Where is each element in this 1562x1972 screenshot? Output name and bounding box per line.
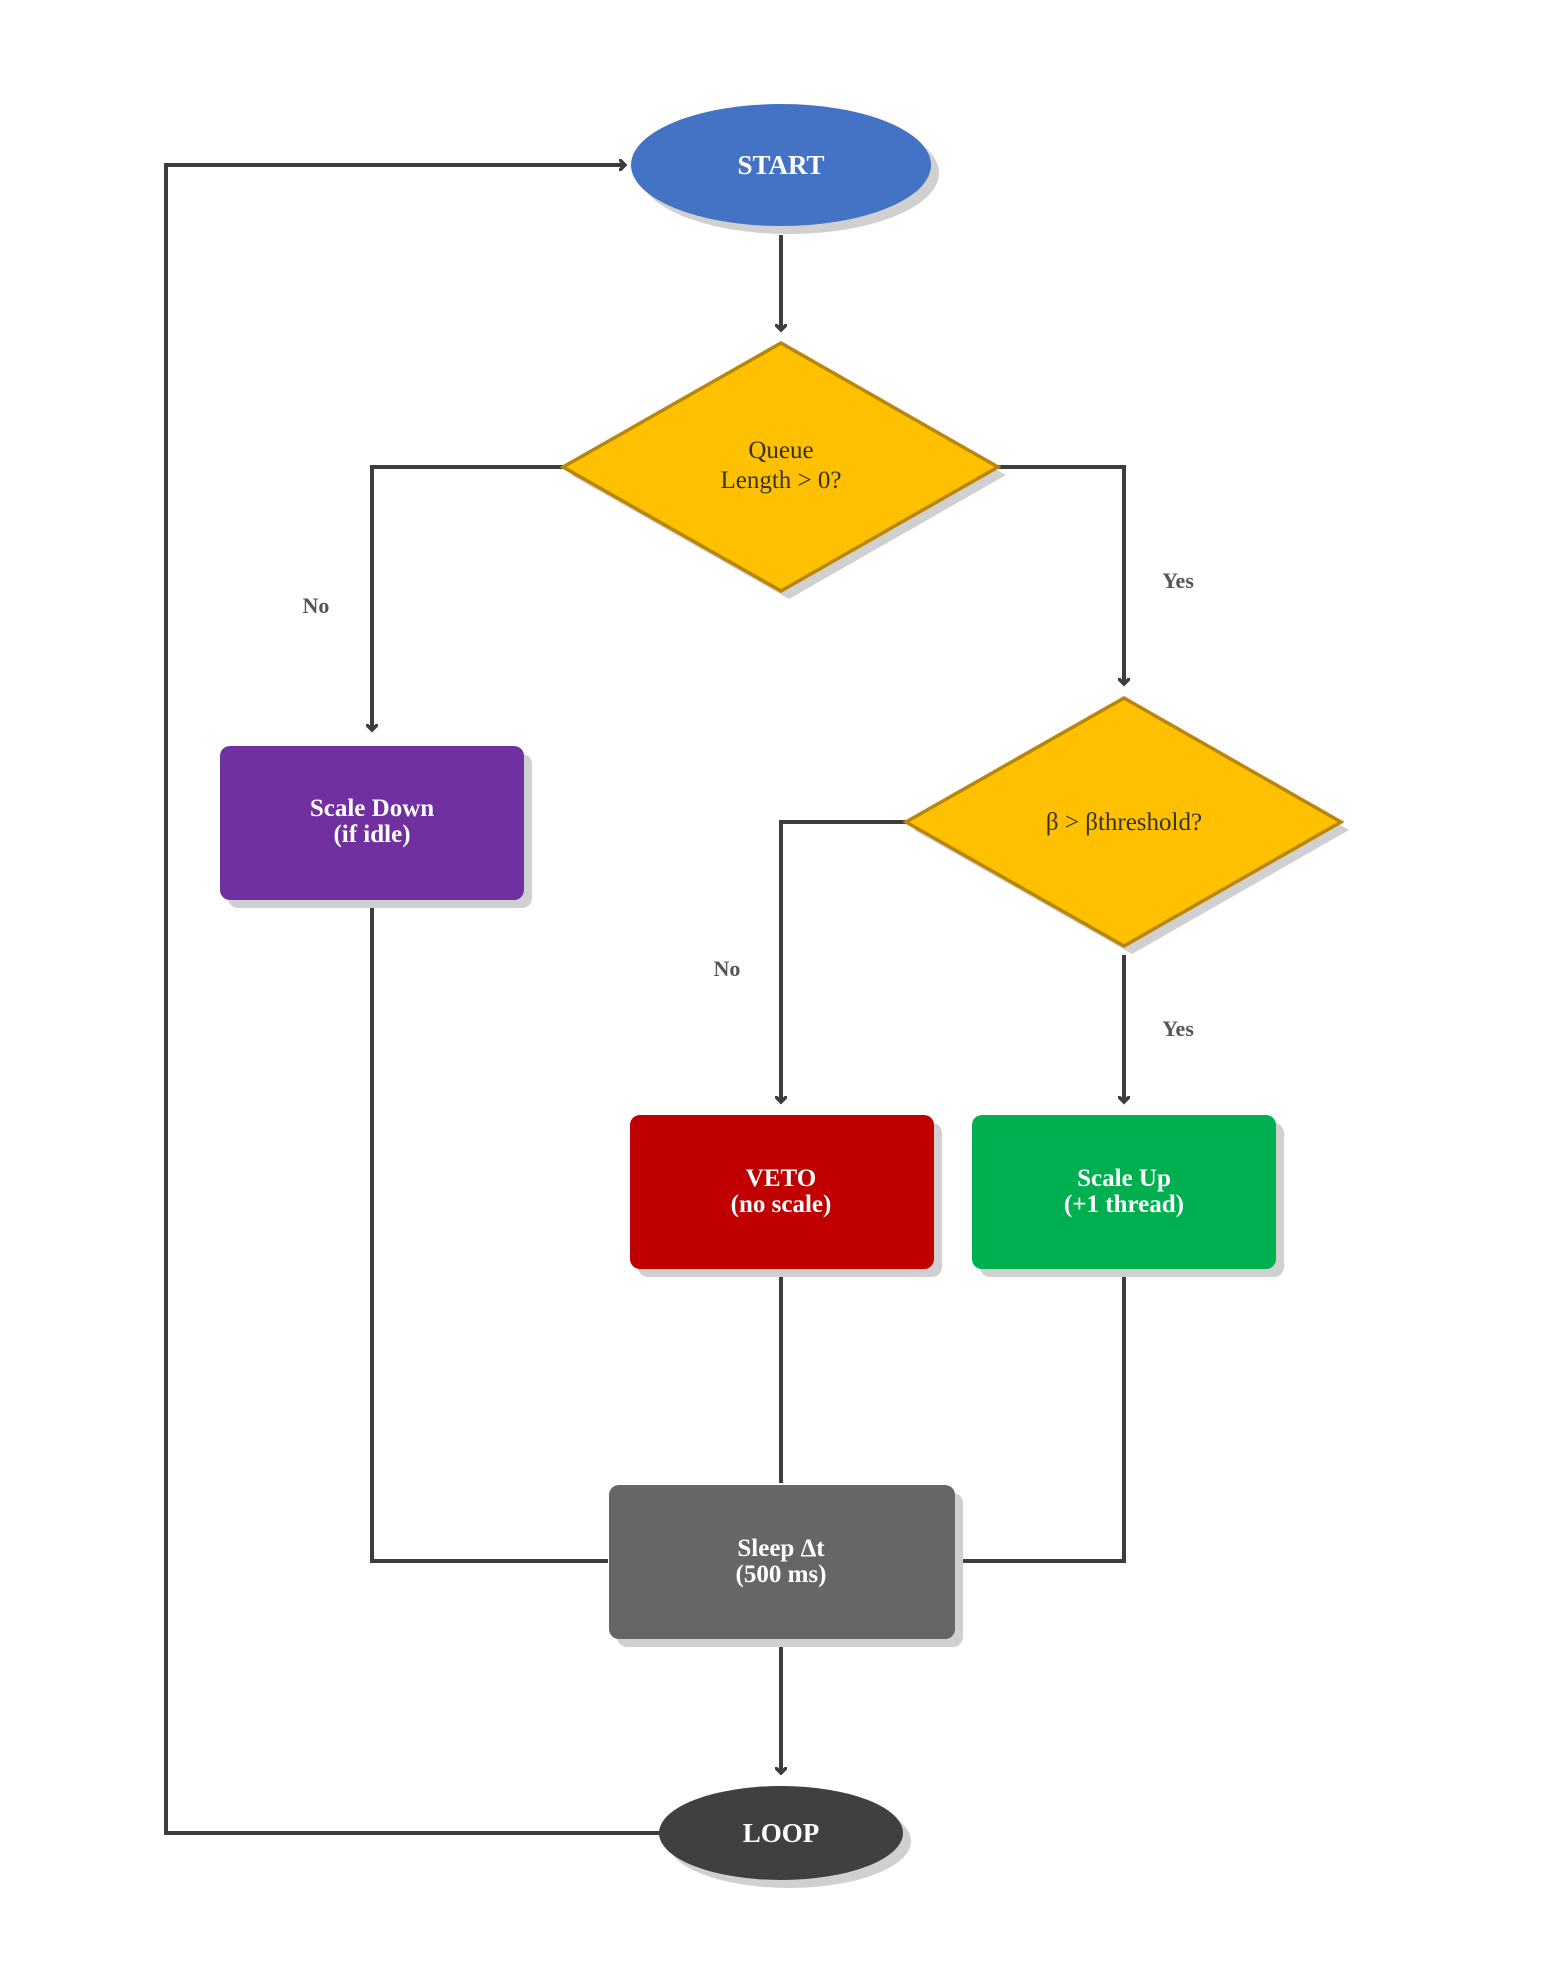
sleep-line2: (500 ms)	[736, 1561, 827, 1588]
veto-node: VETO (no scale)	[630, 1115, 942, 1277]
edge-queue-yes	[998, 465, 1124, 684]
start-label: START	[737, 150, 824, 180]
edge-scaledown-to-sleep	[370, 898, 608, 1563]
scale-up-line1: Scale Up	[1077, 1165, 1171, 1192]
veto-line1: VETO	[746, 1165, 816, 1192]
edge-beta-no	[781, 820, 906, 1102]
edge-label-queue-no: No	[303, 593, 330, 618]
start-node: START	[631, 104, 939, 234]
loop-node: LOOP	[659, 1786, 911, 1888]
beta-decision-label: β > βthreshold?	[1046, 809, 1202, 836]
sleep-line1: Sleep Δt	[737, 1535, 825, 1562]
edge-queue-no	[372, 465, 563, 730]
scale-down-line2: (if idle)	[333, 821, 410, 848]
veto-line2: (no scale)	[731, 1191, 832, 1218]
sleep-node: Sleep Δt (500 ms)	[609, 1485, 963, 1647]
scale-down-node: Scale Down (if idle)	[220, 746, 532, 908]
edge-scaleup-to-sleep	[955, 1267, 1126, 1563]
scale-up-line2: (+1 thread)	[1064, 1191, 1184, 1218]
queue-decision-line1: Queue	[748, 437, 813, 464]
loop-label: LOOP	[743, 1818, 820, 1848]
scale-down-line1: Scale Down	[310, 795, 434, 822]
edge-label-beta-yes: Yes	[1162, 1016, 1194, 1041]
scale-up-node: Scale Up (+1 thread)	[972, 1115, 1284, 1277]
queue-decision: Queue Length > 0?	[559, 340, 1006, 599]
edge-label-queue-yes: Yes	[1162, 568, 1194, 593]
queue-decision-line2: Length > 0?	[720, 467, 841, 494]
beta-decision: β > βthreshold?	[902, 695, 1349, 954]
edge-loop-to-start	[164, 165, 660, 1835]
edges	[164, 165, 1126, 1835]
edge-label-beta-no: No	[714, 956, 741, 981]
